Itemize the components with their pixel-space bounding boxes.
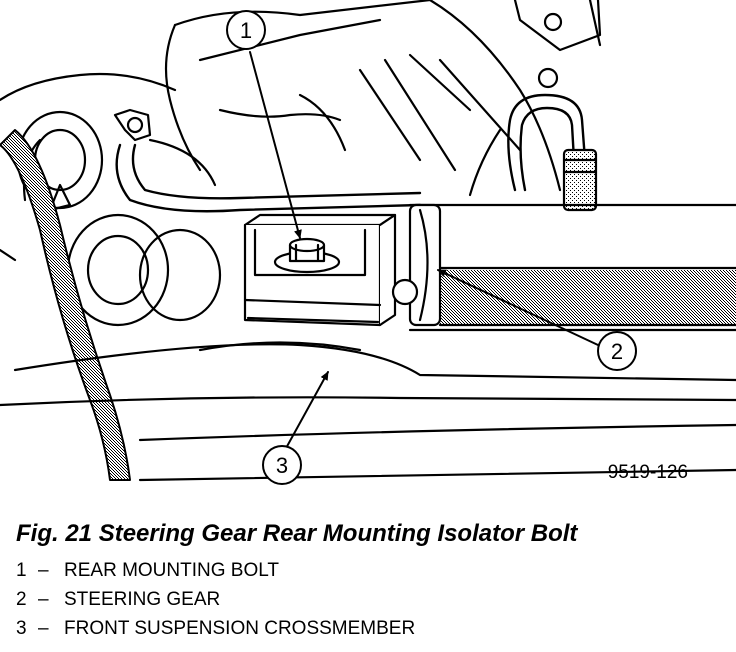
hose-fittings (113, 108, 422, 213)
rack-fastener (391, 278, 419, 306)
fluid-line (507, 93, 598, 212)
wiring-harness (0, 129, 131, 481)
callout-legend: 1–REAR MOUNTING BOLT 2–STEERING GEAR 3–F… (16, 556, 726, 643)
figure-id: 9519-126 (608, 462, 688, 483)
engine-casting (164, 0, 562, 197)
legend-number: 3 (16, 618, 27, 639)
legend-item: 2–STEERING GEAR (16, 585, 726, 614)
legend-label: FRONT SUSPENSION CROSSMEMBER (64, 618, 416, 639)
legend-label: REAR MOUNTING BOLT (64, 560, 279, 581)
rear-mounting-bolt (273, 237, 341, 274)
steering-rack (408, 203, 736, 332)
callout-3-leader (284, 371, 329, 451)
isolator-bracket (243, 213, 397, 327)
callout-2-number: 2 (611, 339, 623, 364)
callout-2-circle (597, 331, 637, 371)
legend-number: 1 (16, 560, 27, 581)
callout-1-leader (249, 51, 302, 239)
legend-separator: – (38, 589, 49, 610)
legend-separator: – (38, 618, 49, 639)
callout-1-circle (226, 10, 266, 50)
legend-item: 3–FRONT SUSPENSION CROSSMEMBER (16, 614, 726, 643)
legend-number: 2 (16, 589, 27, 610)
legend-separator: – (38, 560, 49, 581)
caption-block: Fig. 21 Steering Gear Rear Mounting Isol… (16, 520, 726, 643)
legend-item: 1–REAR MOUNTING BOLT (16, 556, 726, 585)
callout-2-leader (437, 269, 599, 346)
callout-3-number: 3 (276, 453, 288, 478)
callout-3-circle (262, 445, 302, 485)
crossmember (0, 341, 736, 482)
upper-bracket (513, 0, 602, 89)
figure-title: Fig. 21 Steering Gear Rear Mounting Isol… (16, 520, 578, 547)
callout-1-number: 1 (240, 18, 252, 43)
steering-gear-illustration: 1 2 3 9519-126 (0, 0, 736, 485)
legend-label: STEERING GEAR (64, 589, 221, 610)
